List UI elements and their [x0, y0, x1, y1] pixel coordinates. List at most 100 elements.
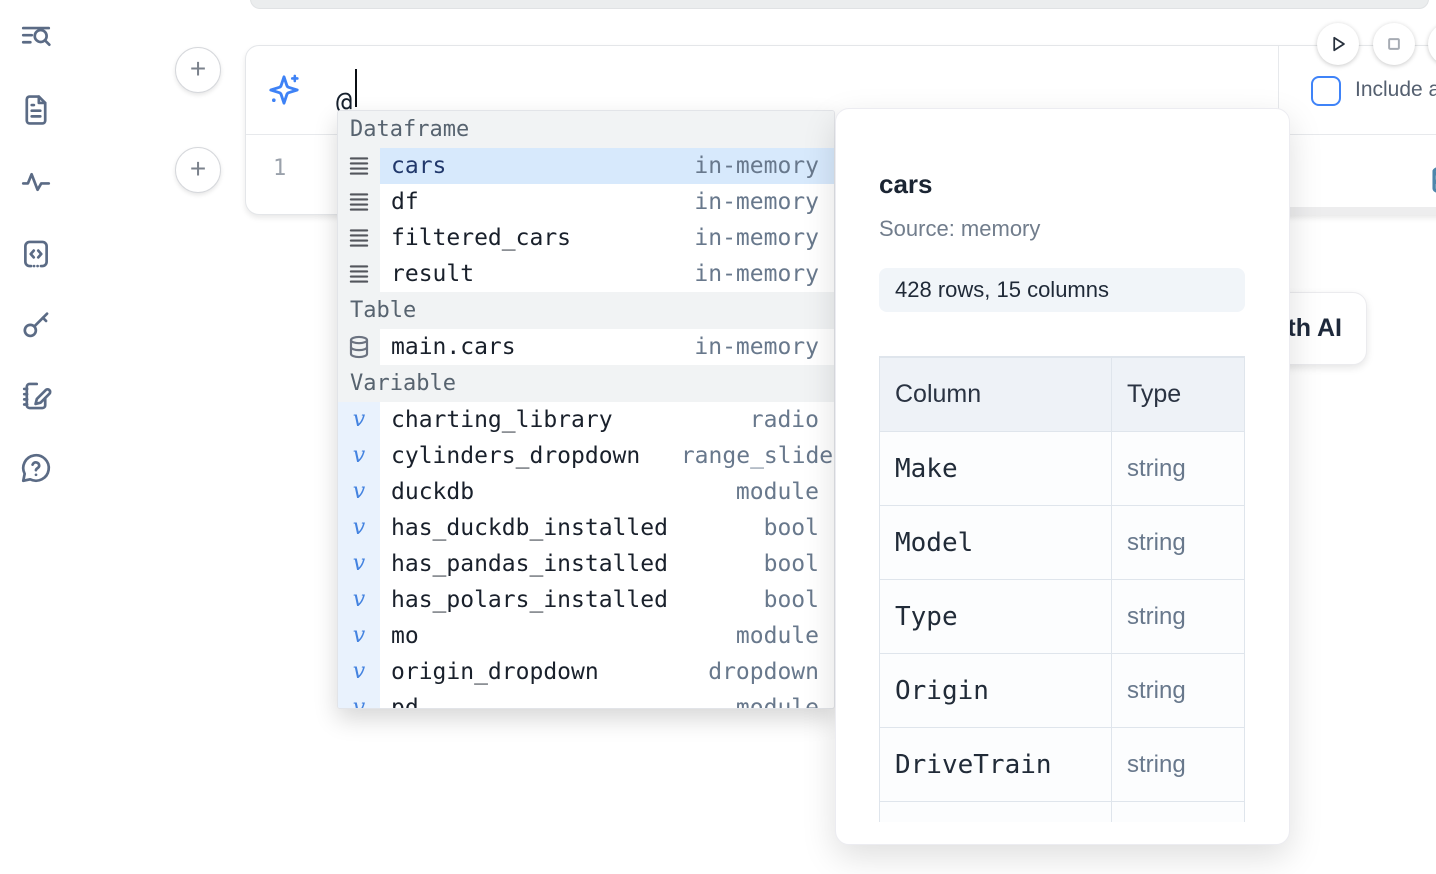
item-type: in-memory — [694, 334, 819, 360]
cell-actions: M↓ — [1428, 164, 1436, 196]
extra-run-button-partial[interactable] — [1428, 23, 1436, 65]
autocomplete-item[interactable]: v cylinders_dropdown range_slider — [338, 438, 834, 474]
autocomplete-section-header: Table — [338, 292, 834, 329]
item-name: mo — [391, 623, 419, 649]
item-type: bool — [763, 587, 819, 613]
column-type-cell: string — [1111, 579, 1245, 654]
preview-title: cars — [879, 169, 933, 199]
variable-icon: v — [352, 443, 366, 468]
database-convert-button[interactable] — [1428, 164, 1436, 196]
item-type: dropdown — [708, 659, 819, 685]
play-icon — [1333, 36, 1345, 52]
run-button[interactable] — [1317, 23, 1359, 65]
line-number: 1 — [273, 156, 287, 181]
cell-bottom-band — [1240, 207, 1436, 215]
variable-gutter: v — [338, 690, 380, 708]
item-type: bool — [763, 515, 819, 541]
dataframe-icon — [349, 265, 369, 283]
dataframe-gutter — [338, 148, 380, 184]
table-icon — [349, 335, 369, 359]
variable-gutter: v — [338, 474, 380, 510]
dataframe-preview-panel: cars Source: memory 428 rows, 15 columns… — [835, 108, 1290, 845]
item-type: module — [735, 623, 819, 649]
variable-gutter: v — [338, 582, 380, 618]
preview-shape-badge: 428 rows, 15 columns — [879, 268, 1245, 312]
column-name-cell: Make — [879, 431, 1112, 506]
dataframe-icon — [349, 193, 369, 211]
dataframe-gutter — [338, 184, 380, 220]
autocomplete-section-header: Dataframe — [338, 111, 834, 148]
code-scratchpad-icon[interactable] — [19, 237, 53, 271]
variable-gutter: v — [338, 618, 380, 654]
item-type: in-memory — [694, 189, 819, 215]
item-name: result — [391, 261, 475, 287]
item-type: range_slider — [680, 443, 834, 469]
activity-icon[interactable] — [19, 165, 53, 199]
code-editor-row[interactable]: 1 M↓ — [246, 136, 1436, 214]
add-cell-button-top[interactable]: + — [175, 47, 221, 93]
item-name: cylinders_dropdown — [391, 443, 641, 469]
autocomplete-item[interactable]: v has_pandas_installed bool — [338, 546, 834, 582]
notebook-pen-icon[interactable] — [19, 379, 53, 413]
variable-gutter: v — [338, 402, 380, 438]
item-name: has_pandas_installed — [391, 551, 668, 577]
help-chat-icon[interactable] — [19, 451, 53, 485]
key-icon[interactable] — [19, 308, 53, 342]
column-type-cell: string — [1111, 727, 1245, 802]
item-name: origin_dropdown — [391, 659, 599, 685]
include-all-code-label: Include all code — [1355, 78, 1436, 101]
autocomplete-item[interactable]: v origin_dropdown dropdown — [338, 654, 834, 690]
column-type-cell: string — [1111, 505, 1245, 580]
autocomplete-section-header: Variable — [338, 365, 834, 402]
item-type: in-memory — [694, 153, 819, 179]
item-name: cars — [391, 153, 447, 179]
stop-button[interactable] — [1373, 23, 1415, 65]
include-all-code-checkbox[interactable] — [1311, 76, 1341, 106]
variable-icon: v — [352, 551, 366, 576]
text-caret — [355, 69, 358, 107]
item-name: has_polars_installed — [391, 587, 668, 613]
variable-icon: v — [352, 407, 366, 432]
item-type: radio — [749, 407, 819, 433]
item-type: module — [735, 479, 819, 505]
autocomplete-item[interactable]: v has_polars_installed bool — [338, 582, 834, 618]
item-type: module — [735, 695, 819, 709]
list-search-icon[interactable] — [19, 21, 53, 55]
dataframe-icon — [349, 157, 369, 175]
variable-icon: v — [352, 659, 366, 684]
file-text-icon[interactable] — [19, 93, 53, 127]
autocomplete-item[interactable]: cars in-memory — [338, 148, 834, 184]
schema-header-type: Type — [1111, 357, 1245, 432]
item-type: bool — [763, 551, 819, 577]
dataframe-gutter — [338, 256, 380, 292]
item-name: filtered_cars — [391, 225, 572, 251]
dataframe-gutter — [338, 220, 380, 256]
column-type-cell: string — [1111, 653, 1245, 728]
schema-header-column: Column — [879, 357, 1112, 432]
preview-source: Source: memory — [879, 216, 1041, 241]
variable-gutter: v — [338, 438, 380, 474]
item-name: pd — [391, 695, 419, 709]
variable-gutter: v — [338, 654, 380, 690]
dataframe-icon — [349, 229, 369, 247]
add-cell-button[interactable]: + — [175, 147, 221, 193]
sparkles-icon — [266, 72, 302, 108]
column-name-cell: Origin — [879, 653, 1112, 728]
